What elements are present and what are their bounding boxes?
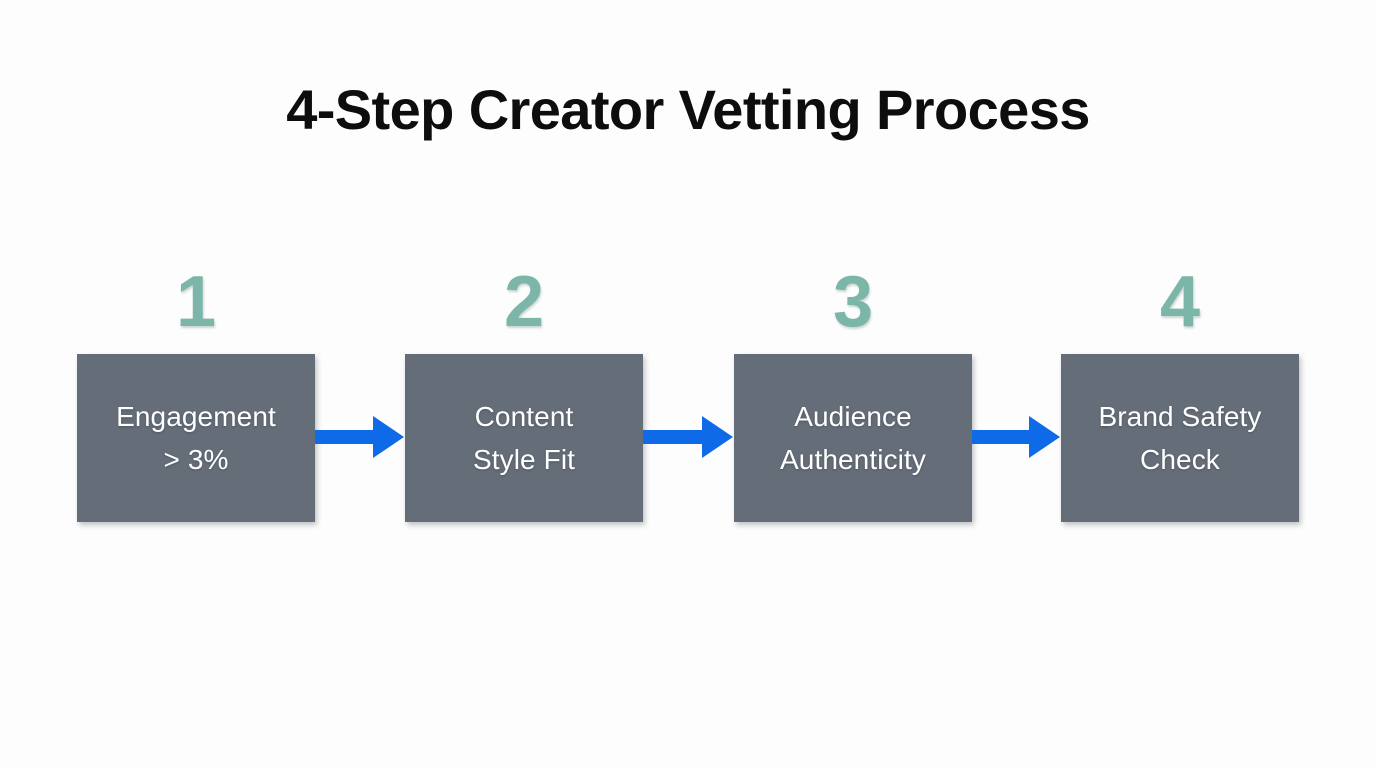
page-title: 4-Step Creator Vetting Process xyxy=(286,78,1090,141)
arrow-2-to-3-icon xyxy=(643,415,734,459)
arrow-3-to-4-icon xyxy=(972,415,1061,459)
step-label-4-line2: Check xyxy=(1140,444,1220,475)
step-number-2: 2 xyxy=(503,262,545,342)
step-box-1[interactable]: Engagement > 3% xyxy=(77,354,315,522)
process-flow: 1 Engagement > 3% 2 Content Style Fit xyxy=(0,260,1376,535)
step-box-3[interactable]: Audience Authenticity xyxy=(734,354,972,522)
step-box-2[interactable]: Content Style Fit xyxy=(405,354,643,522)
step-label-1: Engagement > 3% xyxy=(110,395,282,481)
process-step-4[interactable]: 4 Brand Safety Check xyxy=(1061,260,1299,535)
step-label-3-line2: Authenticity xyxy=(780,444,926,475)
step-box-4[interactable]: Brand Safety Check xyxy=(1061,354,1299,522)
process-step-3[interactable]: 3 Audience Authenticity xyxy=(734,260,972,535)
arrow-1-to-2-icon xyxy=(315,415,405,459)
process-step-1[interactable]: 1 Engagement > 3% xyxy=(77,260,315,535)
step-number-1: 1 xyxy=(175,262,217,342)
step-label-2-line2: Style Fit xyxy=(472,444,576,475)
step-label-1-line1: Engagement xyxy=(116,401,276,432)
step-label-1-line2: > 3% xyxy=(163,444,229,475)
step-label-2-line1: Content xyxy=(474,401,574,432)
step-label-4: Brand Safety Check xyxy=(1092,395,1267,481)
step-label-3-line1: Audience xyxy=(794,401,912,432)
step-label-3: Audience Authenticity xyxy=(774,395,932,481)
step-number-3: 3 xyxy=(832,262,874,342)
process-step-2[interactable]: 2 Content Style Fit xyxy=(405,260,643,535)
step-number-4: 4 xyxy=(1159,262,1201,342)
step-label-2: Content Style Fit xyxy=(467,395,581,481)
step-label-4-line1: Brand Safety xyxy=(1098,401,1262,432)
